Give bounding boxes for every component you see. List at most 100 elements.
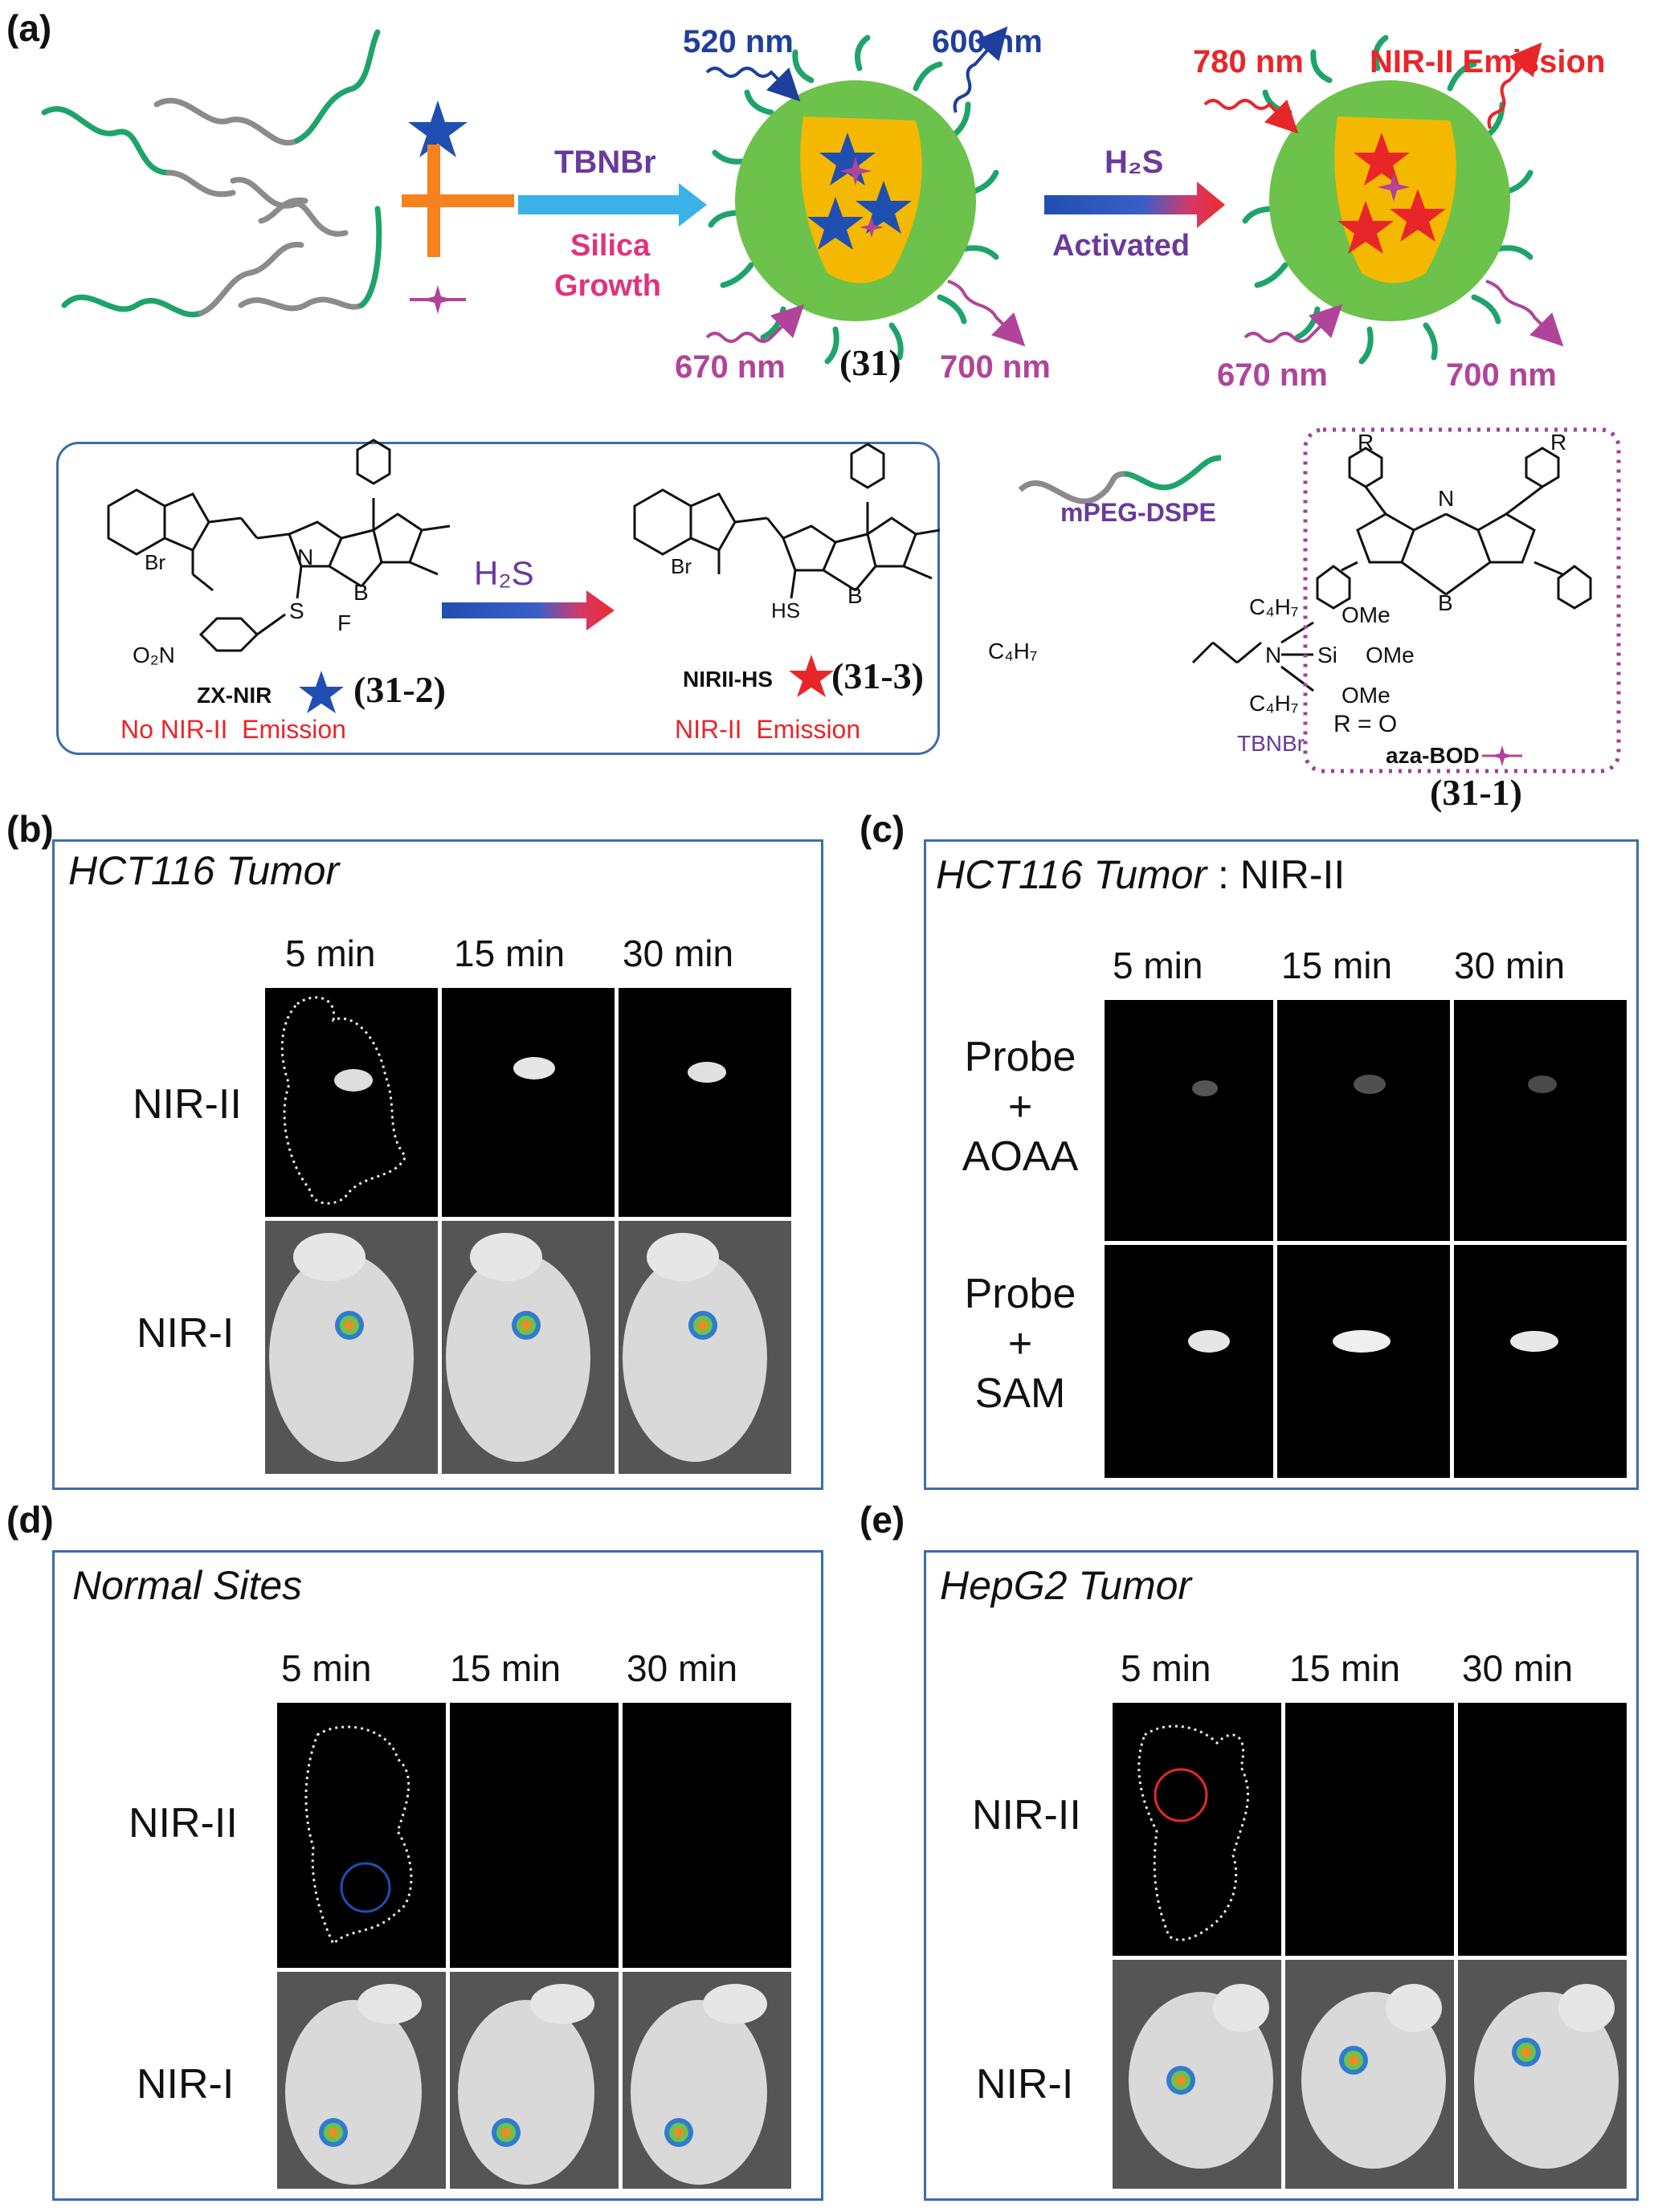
- structure-box: [56, 442, 940, 755]
- atom-o2n: O₂N: [133, 643, 175, 667]
- compound-31-3: (31-3): [831, 655, 924, 696]
- atom-br-2: Br: [671, 554, 692, 578]
- panel-label-b: (b): [6, 808, 54, 850]
- nir1-image: [265, 1221, 438, 1474]
- atom-c4h7-left: C₄H₇: [988, 639, 1038, 663]
- time-label: 30 min: [627, 1647, 738, 1689]
- nir1-image: [277, 1972, 446, 2189]
- panel-c: [924, 839, 1639, 1490]
- panel-label-e: (e): [860, 1499, 905, 1541]
- emission-label: NIR-II Emission: [675, 715, 861, 744]
- time-label: 30 min: [1462, 1647, 1574, 1689]
- nanoparticle-31: [708, 35, 999, 365]
- tbnbr-label: TBNBr: [1237, 731, 1305, 756]
- atom-r-right: R: [1550, 430, 1567, 455]
- chemical-structures: [107, 427, 1621, 773]
- time-label: 30 min: [1454, 945, 1566, 986]
- row-label-nir2: NIR-II: [133, 1081, 242, 1128]
- time-label: 5 min: [1113, 945, 1203, 986]
- panel-e: [924, 1550, 1639, 2201]
- sam-image: [1454, 1245, 1627, 1478]
- row-label-nir2: NIR-II: [129, 1800, 238, 1847]
- h2s-arrow-2: [442, 590, 615, 631]
- atom-n-1: N: [297, 545, 314, 569]
- row-label-nir1: NIR-I: [137, 1310, 235, 1357]
- time-label: 15 min: [454, 933, 566, 974]
- h2s-arrow: [1044, 182, 1225, 228]
- nir1-image: [1285, 1960, 1454, 2189]
- atom-hs: HS: [771, 598, 801, 622]
- atom-b-1: B: [353, 580, 369, 605]
- nir2-image: [623, 1703, 791, 1968]
- nir2-image: [442, 988, 615, 1217]
- sam-image: [1277, 1245, 1450, 1478]
- panel-label-d: (d): [6, 1499, 54, 1541]
- atom-f-1: F: [337, 610, 352, 635]
- zxnir-label: ZX-NIR: [197, 683, 272, 708]
- silica-line1: Silica: [570, 229, 651, 263]
- roi-circle: [340, 1862, 391, 1913]
- aoaa-image: [1277, 1000, 1450, 1241]
- compound-31-1: (31-1): [1430, 772, 1522, 813]
- atom-n-azabod: N: [1438, 486, 1455, 511]
- compound-31-2: (31-2): [353, 669, 446, 710]
- atom-ome-2: OMe: [1366, 643, 1415, 667]
- azabod-label: aza-BOD: [1386, 743, 1480, 768]
- time-label: 15 min: [450, 1647, 562, 1689]
- atom-si: Si: [1317, 643, 1337, 667]
- panel-label-c: (c): [860, 808, 905, 850]
- nir1-image: [450, 1972, 619, 2189]
- nir2-image: [277, 1703, 446, 1968]
- nir1-image: [442, 1221, 615, 1474]
- wavelength-670-a: 670 nm: [675, 349, 786, 385]
- nir1-image: [1458, 1960, 1627, 2189]
- time-label: 5 min: [1121, 1647, 1211, 1689]
- time-label: 15 min: [1281, 945, 1393, 986]
- reagent-tbnbr: TBNBr: [554, 145, 656, 180]
- nir2-image: [265, 988, 438, 1217]
- orange-branch-icon: [427, 145, 514, 257]
- reaction-arrow-1: [518, 183, 707, 227]
- nir2-image: [1458, 1703, 1627, 1956]
- panel-label-a: (a): [6, 7, 52, 49]
- nir2-image: [450, 1703, 619, 1968]
- nir2-emission-label: NIR-II Emission: [1370, 44, 1606, 80]
- panel-b: [52, 839, 823, 1490]
- roi-circle: [1154, 1768, 1208, 1822]
- wavelength-700-b: 700 nm: [1446, 357, 1557, 393]
- activated-label: Activated: [1052, 229, 1190, 263]
- aoaa-image: [1105, 1000, 1273, 1241]
- atom-s-1: S: [289, 598, 304, 623]
- atom-ome-3: OMe: [1342, 683, 1391, 708]
- atom-b-2: B: [847, 583, 863, 608]
- wavelength-670-b: 670 nm: [1217, 357, 1328, 393]
- scheme-diagram: [41, 26, 1564, 365]
- compound-31: (31): [839, 342, 901, 383]
- silica-line2: Growth: [554, 269, 661, 303]
- blue-star-icon: [408, 100, 468, 157]
- row-label-nir2: NIR-II: [972, 1792, 1081, 1839]
- aoaa-image: [1454, 1000, 1627, 1241]
- row-label-aoaa: Probe+AOAA: [962, 1034, 1079, 1180]
- mpeg-label: mPEG-DSPE: [1060, 498, 1216, 527]
- atom-r-left: R: [1358, 430, 1374, 455]
- atom-ome-1: OMe: [1342, 602, 1391, 627]
- wavelength-700-a: 700 nm: [940, 349, 1051, 385]
- panel-d-title: Normal Sites: [72, 1563, 303, 1608]
- wavelength-520: 520 nm: [683, 24, 794, 59]
- time-label: 30 min: [623, 933, 734, 974]
- time-label: 5 min: [281, 1647, 372, 1689]
- row-label-nir1: NIR-I: [137, 2061, 235, 2108]
- h2s-label-2: H₂S: [474, 554, 534, 592]
- sam-image: [1105, 1245, 1273, 1478]
- wavelength-600: 600 nm: [932, 24, 1043, 59]
- atom-c4h7-top: C₄H₇: [1249, 594, 1299, 619]
- atom-n-tbnbr: N: [1265, 643, 1282, 667]
- nir1-image: [623, 1972, 791, 2189]
- atom-c4h7-bottom: C₄H₇: [1249, 691, 1299, 716]
- atom-b-azabod: B: [1438, 590, 1453, 615]
- row-label-sam: Probe+SAM: [964, 1271, 1076, 1417]
- nir2-image: [1285, 1703, 1454, 1956]
- no-emission-label: No NIR-II Emission: [120, 715, 346, 744]
- atom-br-1: Br: [145, 550, 165, 574]
